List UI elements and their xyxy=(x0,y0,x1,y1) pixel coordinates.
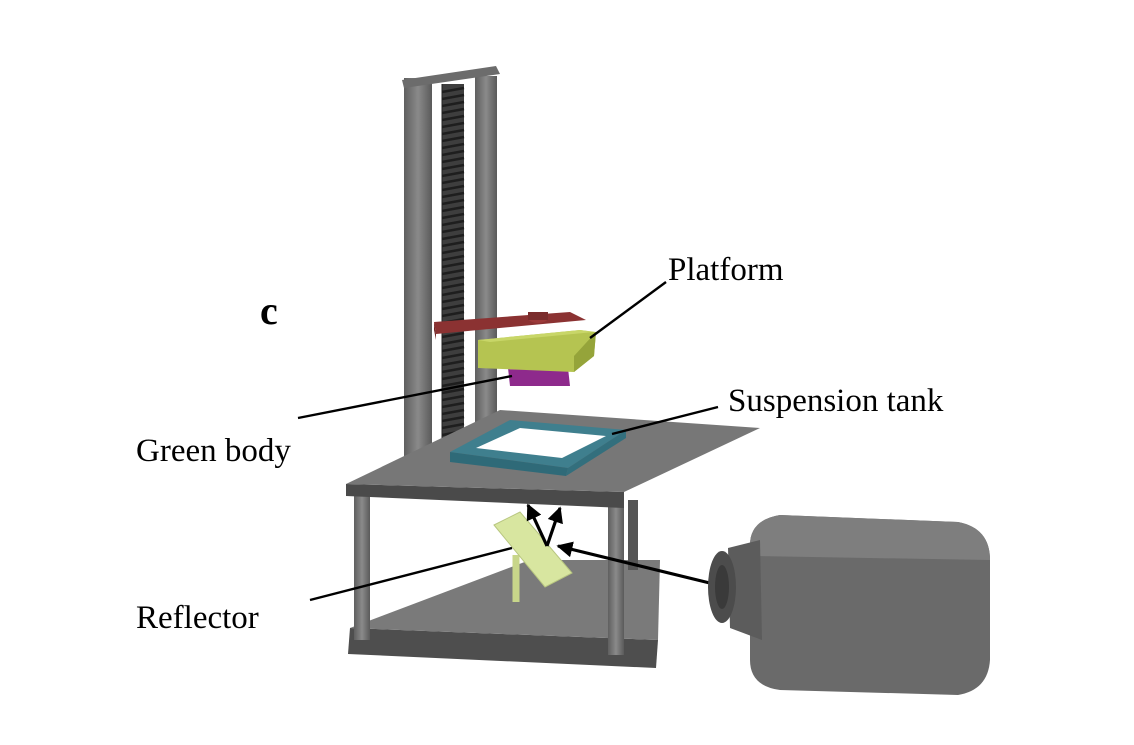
screw-thread xyxy=(441,198,465,206)
screw-thread xyxy=(441,387,465,395)
reflector-label: Reflector xyxy=(136,600,259,636)
suspension-tank xyxy=(450,420,626,476)
screw-thread xyxy=(441,380,465,388)
screw-thread xyxy=(441,86,465,94)
screw-thread xyxy=(441,170,465,178)
screw-thread xyxy=(441,366,465,374)
screw-thread xyxy=(441,156,465,164)
screw-thread xyxy=(441,219,465,227)
screw-thread xyxy=(441,100,465,108)
screw-thread xyxy=(441,163,465,171)
screw-thread xyxy=(441,345,465,353)
screw-thread xyxy=(441,338,465,346)
screw-thread xyxy=(441,415,465,423)
screw-thread xyxy=(441,303,465,311)
leader-lines xyxy=(297,281,719,602)
screw-thread xyxy=(441,149,465,157)
base-plate xyxy=(348,560,660,668)
screw-thread xyxy=(441,282,465,290)
screw-thread xyxy=(441,107,465,115)
screw-thread xyxy=(441,205,465,213)
panel-letter: c xyxy=(260,288,278,333)
screw-thread xyxy=(441,128,465,136)
screw-thread xyxy=(441,359,465,367)
screw-thread xyxy=(441,408,465,416)
screw-thread xyxy=(441,275,465,283)
screw-thread xyxy=(441,401,465,409)
table-legs xyxy=(354,488,638,655)
screw-thread xyxy=(441,310,465,318)
screw-thread xyxy=(441,191,465,199)
screw-thread xyxy=(441,177,465,185)
screw-thread xyxy=(441,394,465,402)
screw-thread xyxy=(441,121,465,129)
screw-thread xyxy=(441,352,465,360)
reflector-mirror xyxy=(493,511,573,602)
screw-thread xyxy=(441,247,465,255)
light-path-arrows xyxy=(526,503,723,588)
screw-thread xyxy=(441,233,465,241)
screw-thread xyxy=(441,212,465,220)
screw-thread xyxy=(441,184,465,192)
screw-thread xyxy=(441,254,465,262)
suspension-tank-label: Suspension tank xyxy=(728,383,944,419)
lead-screw xyxy=(441,84,465,451)
screw-thread xyxy=(441,142,465,150)
green-body-label: Green body xyxy=(136,433,291,469)
screw-thread xyxy=(441,373,465,381)
screw-thread xyxy=(441,240,465,248)
projector xyxy=(708,515,990,695)
screw-thread xyxy=(441,93,465,101)
tower xyxy=(402,66,500,466)
screw-thread xyxy=(441,261,465,269)
screw-thread xyxy=(441,268,465,276)
screw-thread xyxy=(441,331,465,339)
screw-thread xyxy=(441,114,465,122)
screw-thread xyxy=(441,296,465,304)
platform-label: Platform xyxy=(668,252,784,288)
platform-assembly xyxy=(434,312,596,386)
screw-thread xyxy=(441,422,465,430)
screw-thread xyxy=(441,226,465,234)
screw-thread xyxy=(441,289,465,297)
screw-thread xyxy=(441,135,465,143)
